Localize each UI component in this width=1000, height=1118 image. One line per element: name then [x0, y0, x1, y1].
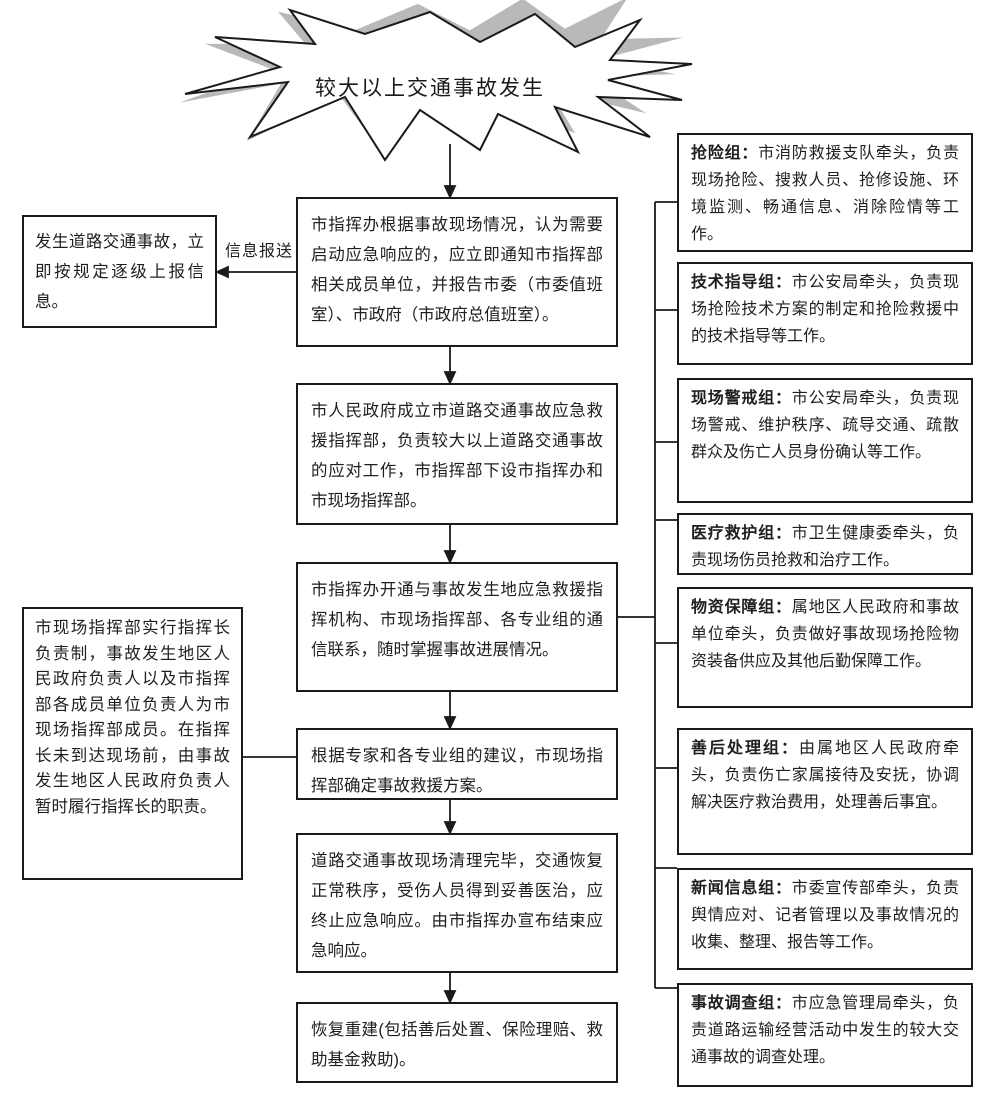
box-recovery-rebuild: 恢复重建(包括善后处置、保险理赔、救助基金救助)。 — [296, 1002, 618, 1083]
box-medical-group-title: 医疗救护组： — [691, 525, 792, 542]
box-aftermath-group: 善后处理组：由属地区人民政府牵头，负责伤亡家属接待及安抚，协调解决医疗救治费用，… — [677, 728, 973, 855]
box-supplies-group: 物资保障组：属地区人民政府和事故单位牵头，负责做好事故现场抢险物资装备供应及其他… — [677, 587, 973, 708]
box-onsite-hq-leadership-text: 市现场指挥部实行指挥长负责制，事故发生地区人民政府负责人以及市指挥部各成员单位负… — [35, 619, 230, 816]
arrowhead-c2-to-c3 — [443, 550, 457, 565]
box-rescue-group-body: 市消防救援支队牵头，负责现场抢险、搜救人员、抢修设施、环境监测、畅通信息、消除险… — [691, 145, 959, 243]
box-command-office-activation-text: 市指挥办根据事故现场情况，认为需要启动应急响应的，应立即通知市指挥部相关成员单位… — [311, 216, 603, 324]
box-end-response-text: 道路交通事故现场清理完毕，交通恢复正常秩序，受伤人员得到妥善医治，应终止应急响应… — [311, 852, 603, 960]
box-communication-links: 市指挥办开通与事故发生地应急救援指挥机构、市现场指挥部、各专业组的通信联系，随时… — [296, 562, 618, 692]
info-report-edge-label: 信息报送 — [224, 243, 293, 260]
box-aftermath-group-title: 善后处理组： — [691, 740, 799, 757]
starburst-outline — [184, 8, 693, 162]
box-establish-rescue-hq: 市人民政府成立市道路交通事故应急救援指挥部，负责较大以上道路交通事故的应对工作，… — [296, 383, 618, 525]
box-establish-rescue-hq-text: 市人民政府成立市道路交通事故应急救援指挥部，负责较大以上道路交通事故的应对工作，… — [311, 402, 603, 510]
box-rescue-plan: 根据专家和各专业组的建议，市现场指挥部确定事故救援方案。 — [296, 728, 618, 800]
box-rescue-group-title: 抢险组： — [691, 145, 759, 162]
box-investigation-group-title: 事故调查组： — [691, 995, 792, 1012]
box-cordon-group-title: 现场警戒组： — [691, 390, 792, 407]
box-accident-report: 发生道路交通事故，立即按规定逐级上报信息。 — [22, 215, 217, 328]
box-news-group: 新闻信息组：市委宣传部牵头，负责舆情应对、记者管理以及事故情况的收集、整理、报告… — [677, 868, 973, 970]
box-tech-guidance-group-body: 市公安局牵头，负责现场抢险技术方案的制定和抢险救援中的技术指导等工作。 — [691, 274, 959, 345]
box-supplies-group-body: 属地区人民政府和事故单位牵头，负责做好事故现场抢险物资装备供应及其他后勤保障工作… — [691, 599, 959, 670]
arrowhead-c4-to-c5 — [443, 821, 457, 836]
box-command-office-activation: 市指挥办根据事故现场情况，认为需要启动应急响应的，应立即通知市指挥部相关成员单位… — [296, 197, 618, 347]
box-investigation-group: 事故调查组：市应急管理局牵头，负责道路运输经营活动中发生的较大交通事故的调查处理… — [677, 983, 973, 1087]
box-accident-report-text: 发生道路交通事故，立即按规定逐级上报信息。 — [35, 233, 204, 311]
box-tech-guidance-group: 技术指导组：市公安局牵头，负责现场抢险技术方案的制定和抢险救援中的技术指导等工作… — [677, 262, 973, 365]
arrowhead-c1-to-report-box — [214, 265, 229, 279]
box-medical-group: 医疗救护组：市卫生健康委牵头，负责现场伤员抢救和治疗工作。 — [677, 513, 973, 575]
box-rescue-plan-text: 根据专家和各专业组的建议，市现场指挥部确定事故救援方案。 — [311, 747, 603, 795]
box-aftermath-group-body: 由属地区人民政府牵头，负责伤亡家属接待及安抚，协调解决医疗救治费用，处理善后事宜… — [691, 740, 959, 811]
arrowhead-c1-to-c2 — [443, 371, 457, 386]
box-medical-group-body: 市卫生健康委牵头，负责现场伤员抢救和治疗工作。 — [691, 525, 959, 569]
box-communication-links-text: 市指挥办开通与事故发生地应急救援指挥机构、市现场指挥部、各专业组的通信联系，随时… — [311, 581, 603, 659]
box-news-group-title: 新闻信息组： — [691, 880, 792, 897]
box-investigation-group-body: 市应急管理局牵头，负责道路运输经营活动中发生的较大交通事故的调查处理。 — [691, 995, 959, 1066]
box-cordon-group: 现场警戒组：市公安局牵头，负责现场警戒、维护秩序、疏导交通、疏散群众及伤亡人员身… — [677, 378, 973, 503]
arrowhead-c3-to-c4 — [443, 716, 457, 731]
arrowhead-burst-to-c1 — [443, 185, 457, 200]
box-news-group-body: 市委宣传部牵头，负责舆情应对、记者管理以及事故情况的收集、整理、报告等工作。 — [691, 880, 959, 951]
box-tech-guidance-group-title: 技术指导组： — [691, 274, 792, 291]
box-cordon-group-body: 市公安局牵头，负责现场警戒、维护秩序、疏导交通、疏散群众及伤亡人员身份确认等工作… — [691, 390, 959, 461]
box-supplies-group-title: 物资保障组： — [691, 599, 792, 616]
box-onsite-hq-leadership: 市现场指挥部实行指挥长负责制，事故发生地区人民政府负责人以及市指挥部各成员单位负… — [22, 607, 243, 880]
arrowhead-c5-to-c6 — [443, 990, 457, 1005]
box-recovery-rebuild-text: 恢复重建(包括善后处置、保险理赔、救助基金救助)。 — [311, 1021, 603, 1069]
starburst-shape — [179, 0, 693, 162]
box-end-response: 道路交通事故现场清理完毕，交通恢复正常秩序，受伤人员得到妥善医治，应终止应急响应… — [296, 833, 618, 973]
box-rescue-group: 抢险组：市消防救援支队牵头，负责现场抢险、搜救人员、抢修设施、环境监测、畅通信息… — [677, 133, 973, 252]
starburst-label: 较大以上交通事故发生 — [315, 77, 545, 100]
